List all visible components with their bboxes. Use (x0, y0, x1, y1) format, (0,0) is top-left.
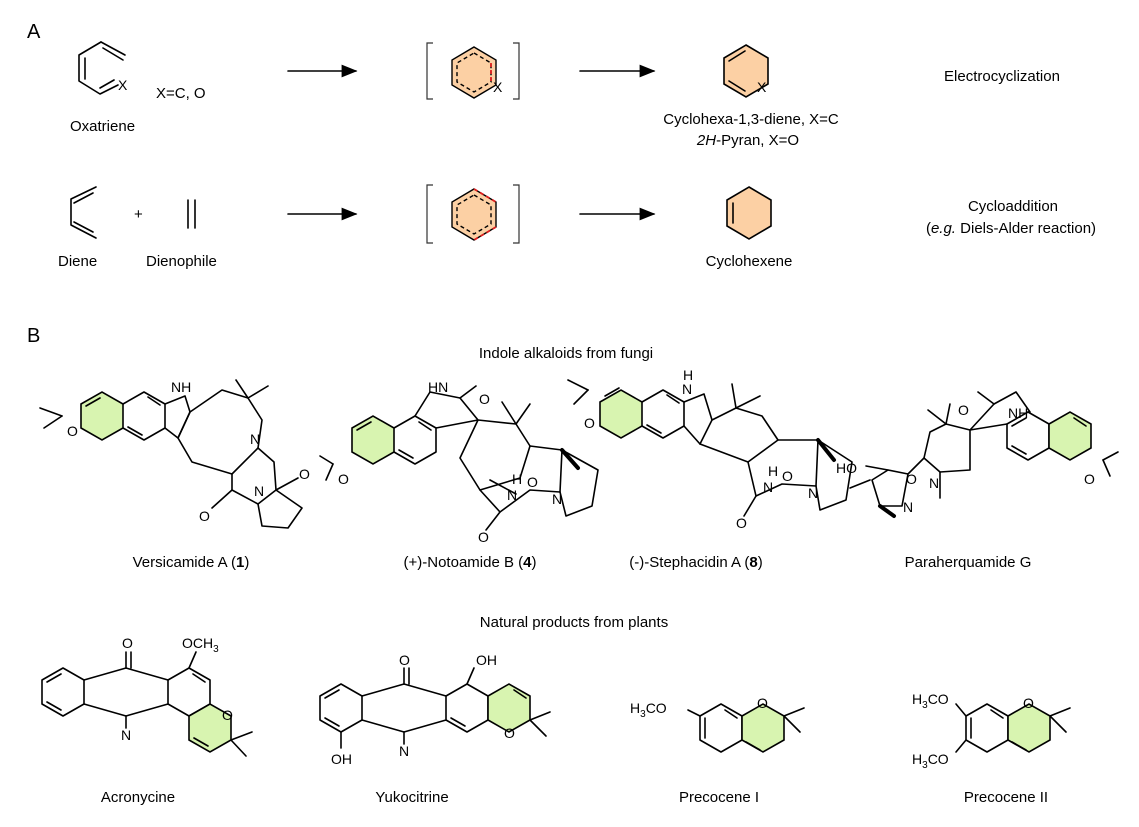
compound-label-versicamide-a: Versicamide A (1) (133, 554, 250, 571)
atom-n: N (507, 487, 517, 503)
diene-label: Diene (58, 253, 97, 270)
atom-oh: OH (476, 652, 497, 668)
oxatriene-structure: X (78, 41, 128, 95)
structure-precocene-i: H3CO O (630, 695, 805, 753)
structure-precocene-ii: H3CO H3CO O (912, 691, 1071, 771)
atom-och3: OCH3 (182, 635, 219, 655)
dienophile-label: Dienophile (146, 253, 217, 270)
atom-o: O (199, 508, 210, 524)
atom-n: N (250, 431, 260, 447)
atom-oh: OH (331, 751, 352, 767)
structure-versicamide-a: NH O N O O N (39, 379, 310, 529)
atom-h3co: H3CO (912, 751, 949, 771)
structure-paraherquamide-g: O NH HO O N N O (836, 391, 1119, 518)
atom-o: O (958, 402, 969, 418)
compound-label-precocene-ii: Precocene II (964, 789, 1048, 806)
atom-n: N (254, 483, 264, 499)
cyclohexadiene-pyran-structure: X (723, 44, 769, 98)
oxatriene-label: Oxatriene (70, 118, 135, 135)
structure-yukocitrine: O OH N OH O (319, 652, 551, 767)
atom-o: O (504, 725, 515, 741)
atom-o: O (757, 695, 768, 711)
atom-nh: NH (1008, 405, 1028, 421)
atom-h: H (683, 367, 693, 383)
atom-o: O (1084, 471, 1095, 487)
cyclohexene-structure (726, 186, 772, 240)
atom-h: H (768, 463, 778, 479)
atom-x-label: X (118, 77, 128, 93)
compound-label-yukocitrine: Yukocitrine (375, 789, 448, 806)
atom-o: O (67, 423, 78, 439)
plus-sign: + (134, 206, 143, 223)
atom-o: O (782, 468, 793, 484)
atom-n: N (763, 479, 773, 495)
product-label-pyran: 2H-Pyran, X=O (696, 132, 799, 149)
atom-o: O (122, 635, 133, 651)
atom-hn: HN (428, 379, 448, 395)
structure-stephacidin-a: H N O H N O N O (567, 367, 853, 531)
atom-n: N (552, 491, 562, 507)
atom-n: N (682, 381, 692, 397)
atom-h3co: H3CO (630, 700, 667, 720)
dienophile-structure (187, 199, 196, 229)
compound-label-notoamide-b: (+)-Notoamide B (4) (404, 554, 537, 571)
compound-label-stephacidin-a: (-)-Stephacidin A (8) (629, 554, 762, 571)
atom-o: O (338, 471, 349, 487)
compound-label-paraherquamide-g: Paraherquamide G (905, 554, 1032, 571)
x-note-label: X=C, O (156, 85, 206, 102)
atom-x-label: X (493, 79, 503, 95)
product-label-cyclohexadiene: Cyclohexa-1,3-diene, X=C (663, 111, 839, 128)
atom-ho: HO (836, 460, 857, 476)
transition-state-cycloaddition (426, 184, 520, 244)
reaction-type-cycloaddition-1: Cycloaddition (968, 198, 1058, 215)
atom-o: O (479, 391, 490, 407)
atom-o: O (906, 471, 917, 487)
panel-a-label: A (27, 21, 41, 43)
atom-n: N (121, 727, 131, 743)
atom-o: O (1023, 695, 1034, 711)
section-title-fungi: Indole alkaloids from fungi (479, 345, 653, 362)
panel-b-label: B (27, 325, 40, 347)
atom-x-label: X (757, 79, 767, 95)
section-title-plants: Natural products from plants (480, 614, 668, 631)
atom-o: O (478, 529, 489, 545)
atom-o: O (299, 466, 310, 482)
structure-notoamide-b: HN O O H N O N O (319, 379, 599, 545)
compound-label-precocene-i: Precocene I (679, 789, 759, 806)
atom-h: H (512, 471, 522, 487)
reaction-type-cycloaddition-2: (e.g. Diels-Alder reaction) (926, 220, 1096, 237)
atom-n: N (399, 743, 409, 759)
atom-o: O (399, 652, 410, 668)
atom-n: N (929, 475, 939, 491)
transition-state-electrocyclization: X (426, 42, 520, 100)
atom-o: O (222, 707, 233, 723)
atom-o: O (527, 474, 538, 490)
atom-o: O (736, 515, 747, 531)
atom-n: N (903, 499, 913, 515)
cyclohexene-label: Cyclohexene (706, 253, 793, 270)
atom-nh: NH (171, 379, 191, 395)
diene-structure (70, 186, 97, 239)
reaction-type-electrocyclization: Electrocyclization (944, 68, 1060, 85)
atom-o: O (584, 415, 595, 431)
atom-n: N (808, 485, 818, 501)
atom-h3co: H3CO (912, 691, 949, 711)
structure-acronycine: O OCH3 N O (41, 635, 253, 757)
compound-label-acronycine: Acronycine (101, 789, 175, 806)
